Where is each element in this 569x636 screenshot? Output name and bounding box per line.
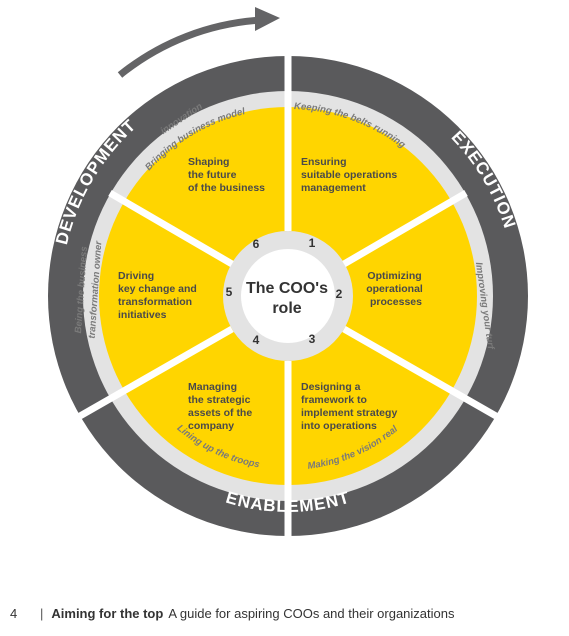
segment-number-5: 5 [226,285,233,299]
center-title-line2: role [272,300,301,317]
segment-4-text: Managing the strategic assets of the com… [188,381,255,432]
center-title-line1: The COO's [246,280,328,297]
segment-2-text: Optimizing operational processes [366,270,426,308]
segment-6-text: Shaping the future of the business [188,156,265,194]
segment-3-text: Designing a framework to implement strat… [301,381,400,432]
coo-role-wheel: The COO's role 1 2 3 4 5 6 Ensuring suit… [48,7,528,536]
footer-title: Aiming for the top [51,606,164,621]
segment-number-1: 1 [309,236,316,250]
segment-number-4: 4 [253,333,260,347]
cycle-arrowhead-icon [255,7,280,31]
page-footer: 4 | Aiming for the top A guide for aspiring… [10,606,455,621]
footer-separator: | [40,606,44,621]
segment-number-2: 2 [336,287,343,301]
segment-5-text: Driving key change and transformation in… [118,270,200,321]
page-number: 4 [10,606,18,621]
segment-dividers [78,56,498,536]
center-disc [241,249,335,343]
segment-1-text: Ensuring suitable operations management [301,156,400,194]
footer-subtitle: A guide for aspiring COOs and their orga… [168,606,455,621]
cycle-arrow-icon [117,16,263,78]
segment-number-3: 3 [309,332,316,346]
segment-number-6: 6 [253,237,260,251]
